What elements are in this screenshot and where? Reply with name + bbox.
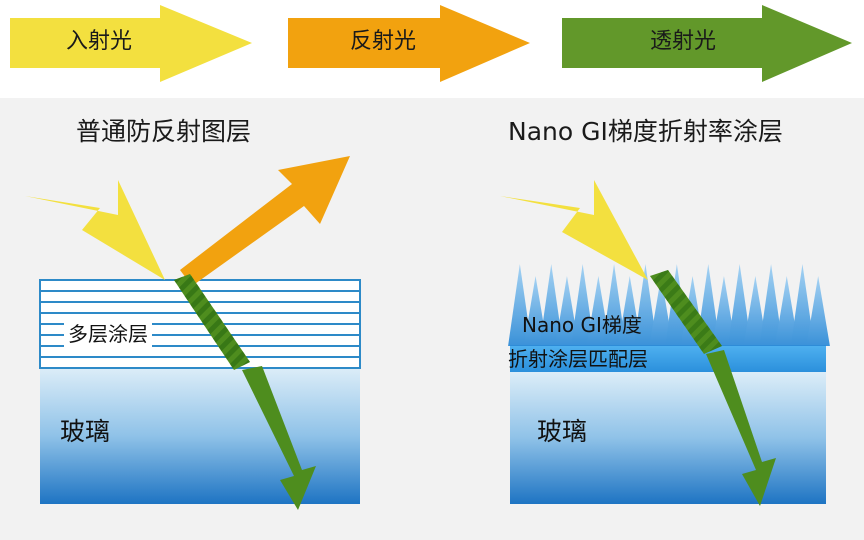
left-incident-ray <box>25 180 165 280</box>
nano-spike <box>743 276 768 346</box>
coating-lines <box>40 290 360 369</box>
legend-reflected-label: 反射光 <box>350 29 417 54</box>
left-coating-label: 多层涂层 <box>64 321 152 347</box>
nano-spike <box>649 276 673 346</box>
right-coating-label-line2: 折射涂层匹配层 <box>508 347 648 371</box>
left-glass-label: 玻璃 <box>60 417 111 446</box>
nano-spike <box>508 264 532 346</box>
legend-reflected-arrow <box>288 5 530 82</box>
right-transmitted-ray-glass <box>706 350 776 506</box>
right-coating-label-line1: Nano GI梯度 <box>522 313 642 337</box>
right-panel-title: Nano GI梯度折射率涂层 <box>508 117 783 146</box>
nano-spike <box>539 264 564 346</box>
nano-spike <box>586 276 611 346</box>
nano-spike <box>774 276 799 346</box>
left-reflected-ray <box>180 156 350 286</box>
left-transmitted-ray-glass <box>242 366 316 510</box>
nano-spike <box>555 276 579 346</box>
right-diagram <box>500 180 830 506</box>
nano-spike <box>523 276 548 346</box>
right-glass-block <box>510 372 826 504</box>
nano-spike <box>570 264 595 346</box>
nano-spike <box>790 264 815 346</box>
right-matching-layer <box>510 345 826 372</box>
nano-spike <box>617 276 642 346</box>
nano-spike <box>759 264 783 346</box>
legend-incident-label: 入射光 <box>66 29 133 54</box>
nano-spike <box>712 276 736 346</box>
nano-spike <box>727 264 752 346</box>
nano-spike <box>633 264 658 346</box>
right-incident-ray <box>500 180 648 280</box>
legend-incident-arrow <box>10 5 252 82</box>
legend-transmitted-arrow <box>562 5 852 82</box>
nano-spike <box>806 276 830 346</box>
left-panel-title: 普通防反射图层 <box>76 117 252 146</box>
legend-transmitted-label: 透射光 <box>650 29 717 54</box>
right-glass-label: 玻璃 <box>537 417 588 446</box>
left-diagram <box>25 156 361 510</box>
nano-spike <box>602 264 626 346</box>
